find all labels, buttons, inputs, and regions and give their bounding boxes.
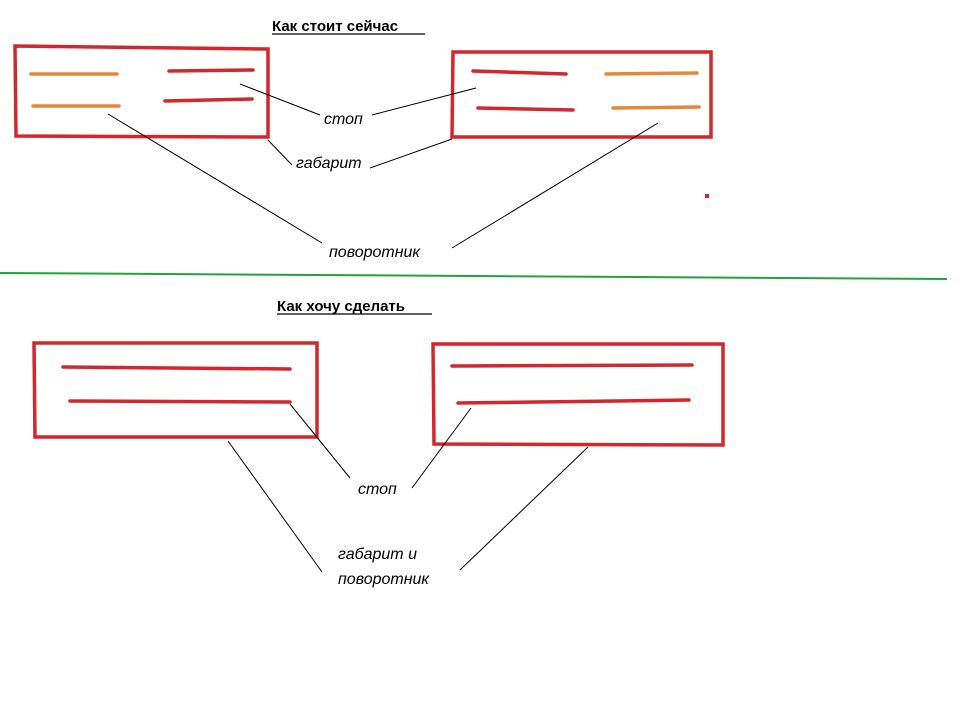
current-right-stop-lamp-bottom [476, 106, 575, 112]
current-leader-turn-right [451, 122, 659, 249]
current-left-light [13, 44, 270, 139]
desired-right-housing [431, 342, 725, 447]
desired-leader-stop-right [411, 407, 472, 489]
desired-right-light [431, 342, 725, 447]
current-leader-marker-left [267, 139, 293, 166]
section-divider [0, 272, 948, 280]
desired-left-housing [32, 341, 319, 439]
desired-section: Как хочу сделать стоп габарит и поворотн… [32, 298, 725, 588]
desired-left-lamp-bottom [68, 399, 292, 404]
current-marker-label: габарит [296, 155, 362, 172]
current-left-stop-lamp-bottom [163, 97, 254, 103]
desired-stop-label: стоп [358, 481, 397, 498]
stray-dot [705, 194, 709, 198]
desired-marker-turn-label-line2: поворотник [338, 571, 430, 588]
current-leader-stop-left [239, 83, 321, 116]
current-right-housing [450, 50, 713, 139]
current-right-light [450, 50, 713, 139]
desired-left-lamp-top [61, 365, 292, 371]
desired-marker-turn-label-line1: габарит и [338, 546, 417, 563]
current-left-stop-lamp-top [167, 68, 255, 73]
desired-title: Как хочу сделать [277, 298, 405, 315]
current-section: Как стоит сейчас стоп габарит поворотник [13, 18, 713, 261]
current-leader-turn-left [107, 113, 323, 244]
current-turn-label: поворотник [329, 244, 421, 261]
current-right-stop-lamp-top [471, 69, 568, 76]
current-stop-label: стоп [324, 111, 363, 128]
current-left-housing [13, 44, 270, 139]
current-leader-stop-right [371, 87, 477, 116]
desired-right-lamp-top [450, 363, 694, 368]
desired-left-light [32, 341, 319, 439]
desired-leader-turn-right [459, 446, 589, 571]
desired-leader-turn-left [227, 440, 323, 573]
desired-leader-stop-left [289, 403, 351, 479]
current-right-turn-lamp-bottom [611, 105, 701, 110]
desired-right-lamp-bottom [456, 398, 691, 405]
current-title: Как стоит сейчас [272, 18, 398, 35]
current-right-turn-lamp-top [604, 71, 699, 76]
current-leader-marker-right [369, 138, 453, 169]
